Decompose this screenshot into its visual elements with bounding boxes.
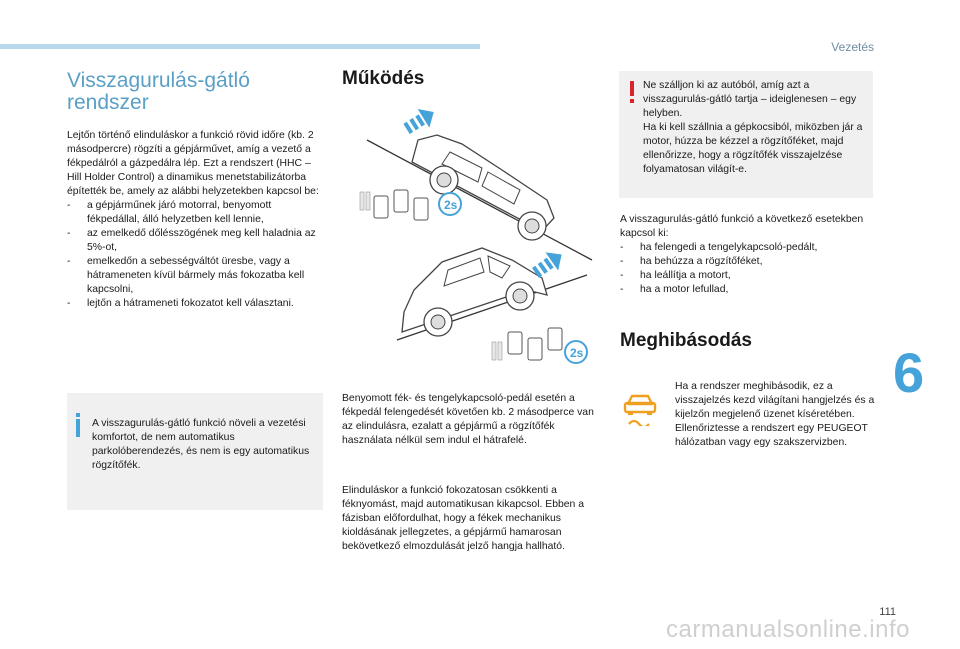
title-line-1: Visszagurulás-gátló <box>67 69 250 92</box>
title-line-2: rendszer <box>67 91 149 114</box>
uphill-car-illustration: 2s <box>396 247 588 364</box>
exclamation-icon <box>629 81 635 105</box>
info-icon <box>76 413 80 437</box>
warning-text-1: Ne szálljon ki az autóból, amíg azt a vi… <box>643 80 857 119</box>
downhill-car-illustration: 2s <box>359 109 593 261</box>
svg-text:2s: 2s <box>444 198 458 212</box>
list-item: ha felengedi a tengelykapcsoló-pedált, <box>620 241 876 255</box>
watermark: carmanualsonline.info <box>666 616 910 643</box>
intro-paragraph: Lejtőn történő elinduláskor a funkció rö… <box>67 130 319 197</box>
list-item: ha leállítja a motort, <box>620 269 876 283</box>
info-note-text: A visszagurulás-gátló funkció növeli a v… <box>92 418 310 471</box>
deactivation-intro: A visszagurulás-gátló funkció a következ… <box>620 214 864 239</box>
chapter-number: 6 <box>893 341 925 404</box>
operation-paragraph-2: Elinduláskor a funkció fokozatosan csökk… <box>342 485 584 552</box>
warning-text-2: Ha ki kell szállnia a gépkocsiból, miköz… <box>643 122 863 175</box>
operation-paragraph-1: Benyomott fék- és tengelykapcsoló-pedál … <box>342 393 594 446</box>
warning-box: Ne szálljon ki az autóból, amíg azt a vi… <box>619 71 873 198</box>
page-number: 111 <box>879 606 896 618</box>
car-skid-warning-icon <box>623 394 657 426</box>
list-item: ha behúzza a rögzítőféket, <box>620 255 876 269</box>
fault-heading: Meghibásodás <box>620 330 752 351</box>
deactivation-section: A visszagurulás-gátló funkció a következ… <box>620 213 876 297</box>
svg-text:2s: 2s <box>570 346 584 360</box>
list-item: a gépjárműnek járó motorral, benyomott f… <box>67 199 323 227</box>
operation-heading: Működés <box>342 68 425 89</box>
list-item: emelkedőn a sebességváltót üresbe, vagy … <box>67 255 323 297</box>
list-item: lejtőn a hátrameneti fokozatot kell vála… <box>67 297 323 311</box>
hill-start-illustration: 2s 2s <box>359 109 593 364</box>
condition-list: a gépjárműnek járó motorral, benyomott f… <box>67 199 323 311</box>
left-column: Visszagurulás-gátló rendszer Lejtőn tört… <box>67 70 323 312</box>
fault-text: Ha a rendszer meghibásodik, ez a visszaj… <box>675 381 875 448</box>
list-item: az emelkedő dőlésszögének meg kell halad… <box>67 227 323 255</box>
top-accent-bar <box>0 44 480 49</box>
section-name: Vezetés <box>831 40 874 54</box>
list-item: ha a motor lefullad, <box>620 283 876 297</box>
deactivation-list: ha felengedi a tengelykapcsoló-pedált, h… <box>620 241 876 297</box>
page-title: Visszagurulás-gátló rendszer <box>67 70 323 114</box>
info-box: A visszagurulás-gátló funkció növeli a v… <box>67 393 323 510</box>
